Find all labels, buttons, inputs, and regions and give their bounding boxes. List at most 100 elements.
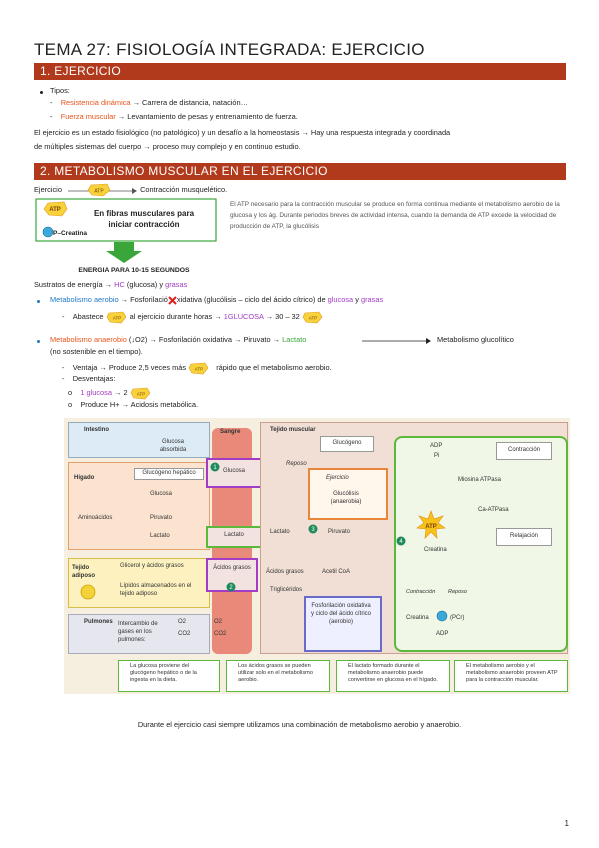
text: Abastece	[72, 311, 104, 321]
section-heading-ejercicio: 1. EJERCICIO	[34, 63, 566, 80]
glucogeno-hepatico-box: Glucógeno hepático	[134, 468, 204, 480]
sangre-label: Sangre	[220, 429, 241, 435]
text: Contracción musquelético.	[140, 184, 228, 194]
text: (↓O2) → Fosforilación oxidativa → Piruva…	[128, 335, 281, 344]
ejercicio-line: Ejercicio ATP Contracción musquelético.	[34, 183, 227, 197]
intestino-label: Intestino	[84, 427, 109, 433]
caption-2: Los ácidos grasos se pueden utilizar sol…	[238, 663, 313, 683]
fibras-diagram: ATP P–Creatina En fibras musculares para…	[35, 198, 217, 274]
pi-label: Pi	[434, 453, 440, 459]
ejercicio-label: Ejercicio	[326, 475, 349, 481]
down-arrow-icon	[106, 242, 142, 263]
term: Fuerza muscular	[60, 112, 116, 121]
glucolisis-panel	[308, 468, 388, 520]
acetil-coa: Acetil CoA	[322, 569, 351, 575]
term: 1GLUCOSA	[223, 311, 264, 321]
atp-icon: ATP	[130, 387, 151, 400]
contraccion-vertical: Contracción	[406, 589, 436, 595]
adp-label: ADP	[430, 443, 443, 449]
atp-icon: ATP	[188, 362, 209, 375]
contraccion-box: Contracción	[496, 442, 552, 460]
co2-label: CO2	[214, 631, 227, 637]
page-title: TEMA 27: FISIOLOGÍA INTEGRADA: EJERCICIO	[34, 40, 425, 59]
fibras-title-2: iniciar contracción	[108, 220, 179, 229]
higado-glucosa: Glucosa	[150, 491, 173, 497]
lipidos: Lípidos almacenados en el tejido adiposo	[120, 583, 192, 597]
section-heading-metabolismo: 2. METABOLISMO MUSCULAR EN EL EJERCICIO	[34, 163, 566, 180]
glucolitico-label: Metabolismo glucolítico	[437, 335, 514, 344]
atp-text: ATP	[94, 189, 104, 195]
caatpasa-label: Ca-ATPasa	[478, 507, 509, 513]
abastece-line: - Abastece ATP al ejercicio durante hora…	[62, 310, 324, 324]
higado-label: Hígado	[74, 475, 95, 481]
energia-text: ENERGIA PARA 10-15 SEGUNDOS	[78, 267, 190, 274]
marker-2-icon: 2	[226, 582, 236, 592]
creatina-label: Creatina	[424, 547, 447, 553]
atp-text: ATP	[136, 392, 144, 397]
desventaja-1: o 1 glucosa → 2 ATP	[68, 386, 152, 400]
caption-1-box	[118, 660, 220, 692]
term: 1 glucosa	[80, 387, 112, 397]
term: Resistencia dinámica	[60, 98, 131, 107]
text: Sustratos de energía →	[34, 280, 113, 289]
anaerobio-line: Metabolismo anaerobio (↓O2) → Fosforilac…	[50, 335, 306, 345]
atp-text: ATP	[309, 316, 317, 321]
creatina-bottom: Creatina	[406, 615, 429, 621]
page-number: 1	[564, 819, 569, 828]
tipos-label: Tipos:	[50, 86, 70, 95]
anaerobio-paren: (no sostenible en el tiempo).	[50, 347, 143, 356]
text: Desventajas:	[72, 374, 116, 383]
adiposo-panel	[68, 558, 210, 608]
pcr-text: P–Creatina	[53, 230, 87, 237]
text: Ejercicio	[34, 184, 62, 194]
reposo-vertical: Reposo	[448, 589, 467, 595]
intercambio: Intercambio de gases en los pulmones:	[118, 621, 158, 643]
text: Lactato	[224, 532, 244, 538]
term: grasas	[165, 280, 188, 289]
caption-1: La glucosa proviene del glucógeno hepáti…	[130, 663, 197, 683]
marker-text: 3	[311, 527, 315, 533]
tipo-fuerza: - Fuerza muscular → Levantamiento de pes…	[50, 112, 298, 121]
text: → Levantamiento de pesas y entrenamiento…	[117, 112, 298, 121]
glicerol: Glicerol y ácidos grasos	[120, 563, 184, 569]
text: → 2	[114, 387, 128, 397]
text: Ventaja → Produce 2,5 veces más	[72, 362, 187, 372]
muscle-label: Tejido muscular	[270, 427, 316, 433]
pulmones-panel	[68, 614, 210, 654]
atp-text: ATP	[112, 316, 120, 321]
text: → Carrera de distancia, natación…	[132, 98, 249, 107]
glucosa-absorbida: Glucosa absorbida	[159, 439, 187, 453]
higado-piruvato: Piruvato	[150, 515, 173, 521]
atp-arrow-icon: ATP	[68, 183, 137, 197]
caption-3: El lactato formado durante el metabolism…	[348, 663, 438, 683]
term: Metabolismo aerobio	[50, 295, 119, 304]
marker-3-icon: 3	[308, 524, 318, 534]
o2-lung: O2	[178, 619, 187, 625]
trigliceridos: Triglicéridos	[270, 587, 303, 593]
muscle-lactato: Lactato	[270, 529, 290, 535]
glucogeno-box: Glucógeno	[320, 436, 374, 452]
text: Glucosa	[222, 468, 245, 474]
fat-cell-icon	[80, 584, 96, 600]
aerobio-panel	[304, 596, 382, 652]
term: Metabolismo anaerobio	[50, 335, 127, 344]
text: → Fosforilació	[120, 295, 168, 304]
atp-burst-icon: ATP	[416, 510, 446, 539]
atp-text: ATP	[195, 367, 203, 372]
term: Lactato	[282, 335, 307, 344]
reposo-label: Reposo	[286, 461, 307, 467]
text: Produce H+ → Acidosis metabólica.	[80, 400, 199, 409]
text: y	[355, 295, 359, 304]
text: al ejercicio durante horas →	[129, 311, 222, 321]
pcr-label: (PCr)	[450, 615, 465, 621]
marker-text: 4	[399, 539, 403, 545]
higado-lactato: Lactato	[150, 533, 170, 539]
muscle-acidos: Ácidos grasos	[266, 569, 304, 575]
closing-sentence: Durante el ejercicio casi siempre utiliz…	[137, 720, 462, 729]
atp-star-icon	[43, 201, 68, 217]
atp-icon: ATP	[302, 311, 323, 324]
adiposo-label: Tejido adiposo	[72, 565, 96, 579]
intestino-panel	[68, 422, 210, 458]
caption-4: El metabolismo aerobio y el metabolismo …	[466, 663, 558, 683]
